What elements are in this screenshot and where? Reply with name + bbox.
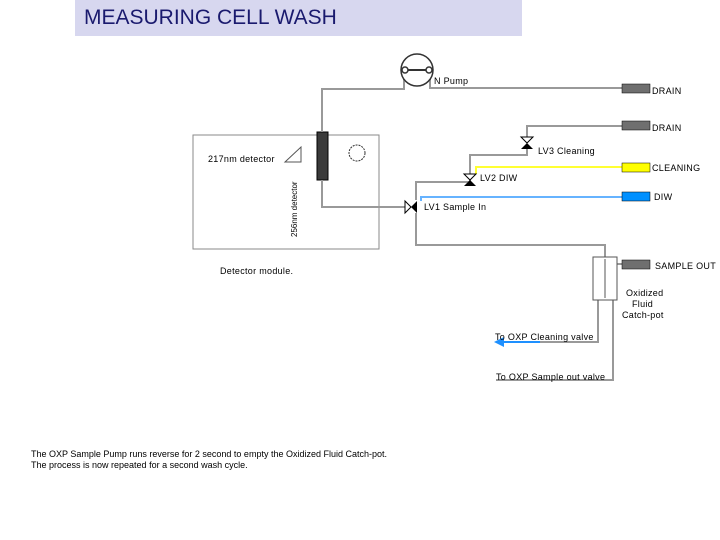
flow-arrow-head	[494, 337, 504, 347]
measuring-cell	[316, 131, 329, 181]
lv2-valve-icon	[462, 173, 478, 186]
detector-module-box	[192, 134, 380, 250]
title-banner: MEASURING CELL WASH	[75, 0, 522, 36]
drain-2-block	[621, 120, 651, 131]
catch-pot-label-line-1: Oxidized	[626, 288, 664, 298]
cleaning-block	[621, 162, 651, 173]
sample-out-label: SAMPLE OUT	[655, 261, 717, 271]
diw-block	[621, 191, 651, 202]
lv1-valve-icon	[404, 199, 417, 215]
lv2-to-lv3-line	[469, 149, 528, 174]
pump-icon	[400, 53, 434, 87]
lv3-label: LV3 Cleaning	[538, 146, 595, 156]
drain-1-block	[621, 83, 651, 94]
pump-label: N Pump	[434, 76, 469, 86]
pipe-lv1-to-sample-out	[415, 213, 606, 259]
diw-line	[420, 196, 622, 201]
pipe-cell-to-lv1	[321, 180, 406, 208]
pipe-lv3-to-drain	[526, 125, 622, 137]
to-sample-out-valve-label: To OXP Sample out valve	[496, 372, 606, 382]
description-note: The OXP Sample Pump runs reverse for 2 s…	[31, 449, 387, 471]
pipe-to-sample-out-valve	[496, 300, 614, 381]
cleaning-label: CLEANING	[652, 163, 701, 173]
lamp-icon	[348, 144, 366, 162]
detector-256-label: 256nm detector	[290, 181, 299, 237]
pipe-pump-to-cell	[321, 70, 405, 132]
detector-217-prism	[283, 145, 302, 163]
drain-1-label: DRAIN	[652, 86, 682, 96]
catch-pot-label-line-3: Catch-pot	[622, 310, 664, 320]
lv1-label: LV1 Sample In	[424, 202, 487, 212]
page-title: MEASURING CELL WASH	[84, 6, 337, 29]
note-line-2: The process is now repeated for a second…	[31, 460, 248, 470]
detector-module-label: Detector module.	[220, 266, 294, 276]
sample-out-block	[621, 259, 651, 270]
cleaning-line	[475, 166, 622, 174]
lv2-label: LV2 DIW	[480, 173, 518, 183]
lv3-valve-icon	[519, 136, 535, 149]
drain-2-label: DRAIN	[652, 123, 682, 133]
catch-pot-label-line-2: Fluid	[632, 299, 654, 309]
note-line-1: The OXP Sample Pump runs reverse for 2 s…	[31, 449, 388, 459]
to-cleaning-valve-label: To OXP Cleaning valve	[495, 332, 594, 342]
diw-label: DIW	[654, 192, 673, 202]
detector-217-label: 217nm detector	[208, 154, 275, 164]
